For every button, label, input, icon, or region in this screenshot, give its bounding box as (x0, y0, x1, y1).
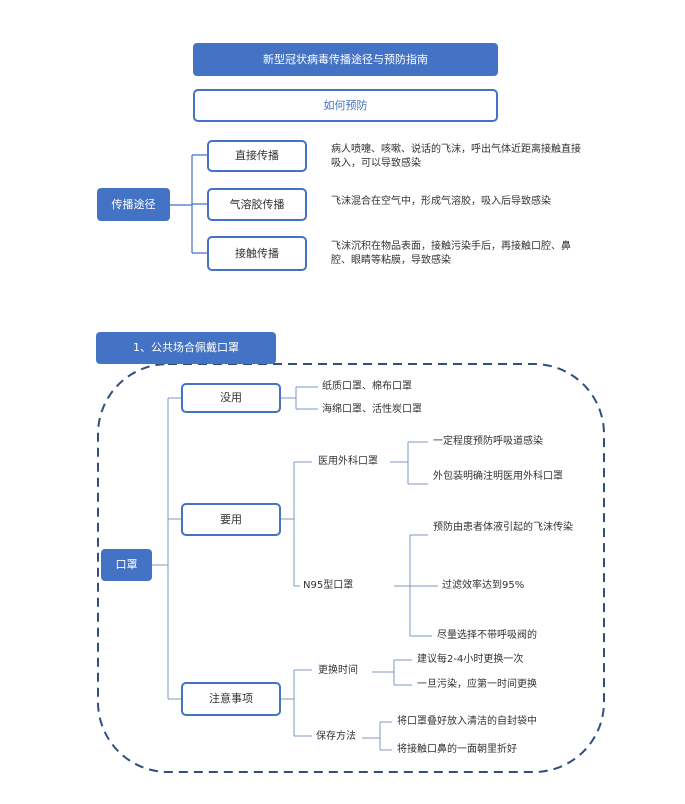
route-contact-desc: 飞沫沉积在物品表面，接触污染手后，再接触口腔、鼻腔、眼睛等粘膜，导致感染 (331, 241, 571, 266)
mask-notes: 注意事项 (181, 682, 281, 716)
mask-surgical-item-2: 外包装明确注明医用外科口罩 (433, 471, 563, 482)
mask-n95-item-3: 尽量选择不带呼吸阀的 (437, 630, 537, 641)
transmission-root: 传播途径 (97, 188, 170, 221)
mask-useless: 没用 (181, 383, 281, 413)
route-aerosol: 气溶胶传播 (207, 188, 307, 221)
route-direct: 直接传播 (207, 140, 307, 172)
mask-replace-item-2: 一旦污染，应第一时间更换 (417, 679, 537, 690)
page-subtitle: 如何预防 (193, 89, 498, 122)
mask-replace-item-1: 建议每2-4小时更换一次 (417, 654, 524, 665)
mask-surgical-item-1: 一定程度预防呼吸道感染 (433, 436, 543, 447)
mask-section-frame (97, 363, 605, 773)
mask-replace: 更换时间 (318, 665, 358, 676)
route-direct-desc: 病人喷嚏、咳嗽、说话的飞沫，呼出气体近距离接触直接吸入，可以导致感染 (331, 144, 581, 169)
mask-n95: N95型口罩 (303, 580, 354, 591)
mask-surgical: 医用外科口罩 (318, 456, 378, 467)
mask-storage-item-2: 将接触口鼻的一面朝里折好 (397, 744, 517, 755)
page-title: 新型冠状病毒传播途径与预防指南 (193, 43, 498, 76)
mask-n95-item-2: 过滤效率达到95% (442, 580, 525, 591)
mask-useless-item-1: 纸质口罩、棉布口罩 (322, 381, 412, 392)
mask-useless-item-2: 海绵口罩、活性炭口罩 (322, 404, 422, 415)
route-contact: 接触传播 (207, 236, 307, 271)
route-aerosol-desc: 飞沫混合在空气中，形成气溶胶，吸入后导致感染 (331, 196, 551, 207)
mask-storage-item-1: 将口罩叠好放入清洁的自封袋中 (397, 716, 537, 727)
mask-storage: 保存方法 (316, 731, 356, 742)
section-title: 1、公共场合佩戴口罩 (96, 332, 276, 364)
mask-useful: 要用 (181, 503, 281, 536)
mask-root: 口罩 (101, 549, 152, 581)
mask-n95-item-1: 预防由患者体液引起的飞沫传染 (433, 522, 573, 533)
